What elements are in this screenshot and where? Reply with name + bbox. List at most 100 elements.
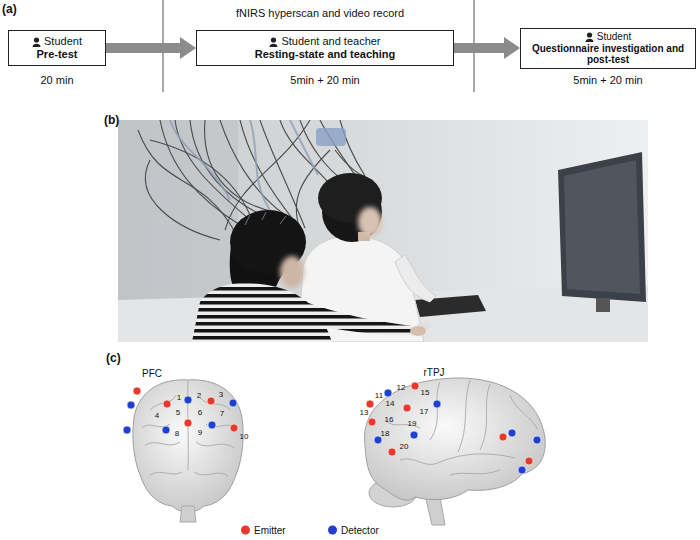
optode-markers bbox=[123, 382, 541, 474]
section-divider-part bbox=[474, 0, 475, 92]
panel-label: (a) bbox=[2, 3, 17, 16]
rtpj-brain-part-part bbox=[510, 395, 538, 430]
box-role: Student and teacher bbox=[281, 35, 380, 48]
person-icon bbox=[585, 32, 594, 42]
optode-markers-part bbox=[163, 400, 171, 408]
cable-holder bbox=[316, 128, 346, 146]
channel-number: 17 bbox=[420, 408, 429, 417]
channel-number: 19 bbox=[408, 420, 417, 429]
optode-markers-part bbox=[433, 400, 441, 408]
pfc-brain-part-part bbox=[150, 472, 182, 475]
text-row: Resting-state and teaching bbox=[255, 48, 396, 61]
channel-number: 8 bbox=[175, 430, 179, 439]
channel-number: 13 bbox=[360, 409, 369, 418]
panel-label: (c) bbox=[106, 352, 121, 365]
pfc-brain-part bbox=[142, 381, 236, 476]
optode-markers-part bbox=[229, 399, 237, 407]
optode-markers-part bbox=[366, 400, 374, 408]
region-label: PFC bbox=[142, 368, 162, 379]
rtpj-brain-part-part bbox=[450, 470, 500, 475]
student-figure-part bbox=[300, 300, 414, 336]
optode-cables-part bbox=[220, 120, 285, 215]
rtpj-brain-part-part bbox=[458, 380, 470, 452]
optode-markers-part bbox=[184, 396, 192, 404]
optode-markers-part bbox=[508, 429, 516, 437]
person-icon-body bbox=[33, 44, 41, 47]
student-figure-part bbox=[245, 212, 286, 225]
flow-arrow bbox=[106, 37, 196, 59]
optode-cables-part bbox=[340, 120, 365, 176]
optode-markers-part bbox=[410, 431, 418, 439]
person-icon bbox=[269, 37, 278, 47]
cable-bundle bbox=[170, 120, 318, 210]
duration-label: 20 min bbox=[40, 74, 73, 86]
person-icon-body bbox=[585, 39, 593, 42]
rtpj-brain-part-part bbox=[430, 382, 440, 440]
pfc-brain-part-part bbox=[145, 442, 180, 445]
duration-label: 5min + 20 min bbox=[290, 74, 359, 86]
optode-markers-part bbox=[388, 448, 396, 456]
rtpj-brain-part bbox=[385, 380, 538, 475]
optode-markers-part bbox=[133, 387, 141, 395]
channel-number: 1 bbox=[177, 394, 181, 403]
rtpj-brain-part-part bbox=[440, 454, 515, 462]
channel-number: 7 bbox=[220, 410, 224, 419]
text-row: Student and teacher bbox=[269, 35, 380, 48]
optode-markers-part bbox=[207, 397, 215, 405]
channel-number: 4 bbox=[155, 412, 159, 421]
box-title: Questionnaire investigation and post-tes… bbox=[525, 43, 691, 66]
process-box: StudentPre-test bbox=[8, 30, 106, 66]
monitor-part bbox=[558, 152, 646, 302]
section-divider-part bbox=[163, 0, 164, 92]
experiment-photo-part bbox=[118, 120, 648, 342]
optode-cables-part bbox=[150, 140, 250, 215]
pfc-brain bbox=[133, 380, 243, 522]
pfc-brain-part bbox=[180, 506, 196, 522]
legend-swatch bbox=[241, 526, 250, 535]
duration-label: 5min + 20 min bbox=[573, 74, 642, 86]
legend-text: Emitter bbox=[254, 525, 286, 536]
box-title: Pre-test bbox=[37, 48, 78, 61]
text-row: Pre-test bbox=[37, 48, 78, 61]
channel-number: 2 bbox=[197, 392, 201, 401]
optode-cables-part bbox=[190, 120, 262, 215]
optode-markers-part bbox=[127, 401, 135, 409]
legend-entry: Detector bbox=[328, 525, 379, 536]
optode-markers-part bbox=[384, 389, 392, 397]
teacher-figure bbox=[298, 173, 436, 342]
panel-label: (b) bbox=[104, 114, 119, 127]
channel-number: 3 bbox=[219, 391, 223, 400]
person-icon bbox=[32, 37, 41, 47]
section-divider bbox=[163, 0, 474, 92]
optode-cables-part bbox=[175, 120, 250, 220]
person-icon-body bbox=[270, 44, 278, 47]
section-heading: fNIRS hyperscan and video record bbox=[236, 7, 404, 19]
flow-arrow bbox=[454, 37, 520, 59]
optode-markers-part bbox=[230, 424, 238, 432]
optode-markers-part bbox=[403, 404, 411, 412]
optode-markers-part bbox=[368, 418, 376, 426]
student-figure-part bbox=[280, 256, 304, 288]
rtpj-brain-part bbox=[365, 378, 546, 500]
optode-markers-part bbox=[184, 419, 192, 427]
optode-cables-part bbox=[145, 160, 220, 240]
optode-markers-part bbox=[499, 433, 507, 441]
channel-number: 10 bbox=[240, 433, 249, 442]
legend-text: Detector bbox=[341, 525, 379, 536]
channel-number: 20 bbox=[400, 443, 409, 452]
text-row: Questionnaire investigation and post-tes… bbox=[525, 43, 691, 66]
optode-markers-part bbox=[123, 426, 131, 434]
rtpj-brain bbox=[365, 378, 546, 525]
pfc-brain-part-part bbox=[194, 472, 228, 476]
box-role: Student bbox=[44, 35, 82, 48]
cable-bundle-part bbox=[290, 120, 318, 175]
person-icon-head bbox=[34, 37, 39, 42]
optode-cables-part bbox=[205, 120, 275, 212]
pfc-brain-part-part bbox=[196, 442, 234, 448]
cable-bundle-part bbox=[250, 120, 270, 210]
person-icon-head bbox=[587, 32, 592, 37]
legend-swatch bbox=[328, 526, 337, 535]
teacher-figure-part bbox=[395, 255, 436, 302]
